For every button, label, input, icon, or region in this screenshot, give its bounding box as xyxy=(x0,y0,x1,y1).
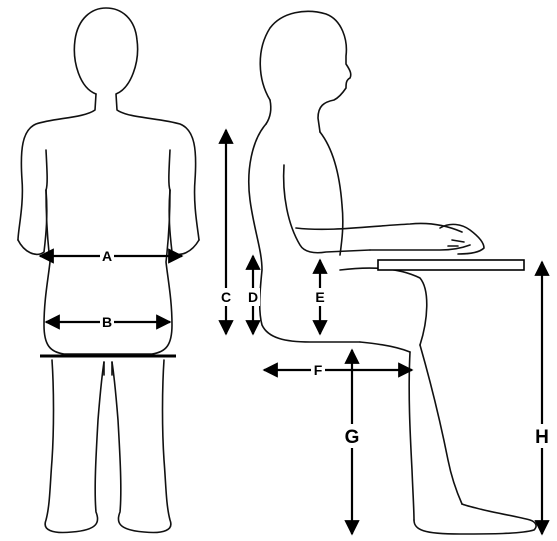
dimension-a: A xyxy=(40,248,182,264)
label-g: G xyxy=(345,427,360,448)
back-view-legs xyxy=(45,360,104,533)
back-view-figure xyxy=(18,8,199,533)
label-e: E xyxy=(315,289,324,305)
dimension-h: H xyxy=(532,262,552,534)
label-a: A xyxy=(102,248,112,264)
label-d: D xyxy=(248,289,258,305)
dimension-g: G xyxy=(342,350,362,534)
dimension-c: C xyxy=(219,130,233,334)
back-view-head xyxy=(74,8,199,240)
dimension-d: D xyxy=(246,256,260,334)
label-c: C xyxy=(221,289,231,305)
dimension-b: B xyxy=(46,314,170,330)
side-view-foot xyxy=(414,504,536,534)
side-view-figure xyxy=(249,11,536,534)
side-view-head xyxy=(260,11,351,132)
label-f: F xyxy=(314,362,323,378)
label-h: H xyxy=(535,427,549,448)
desk-surface xyxy=(378,260,524,270)
dimension-f: F xyxy=(264,362,412,378)
label-b: B xyxy=(102,314,112,330)
dimension-e: E xyxy=(313,260,327,334)
